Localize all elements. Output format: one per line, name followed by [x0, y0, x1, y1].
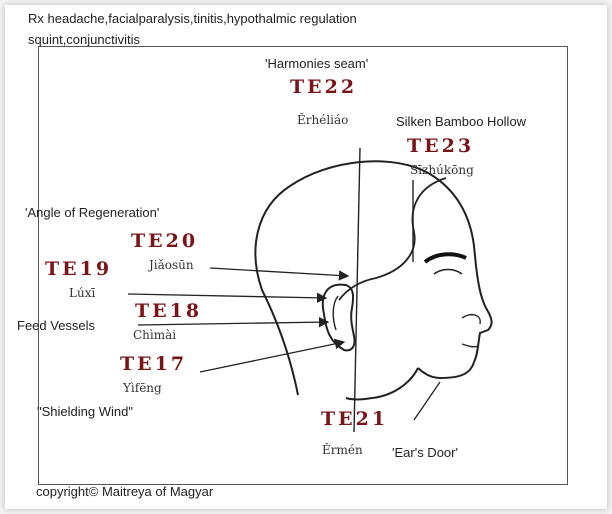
te22-name: 'Harmonies seam' — [265, 56, 368, 71]
te22-pinyin: Ěrhéliáo — [297, 113, 348, 127]
nostril — [462, 315, 480, 324]
guide-line-te22 — [354, 148, 360, 432]
te22-code: TE22 — [290, 76, 357, 98]
te19-pinyin: Lúxī — [69, 286, 95, 300]
ear-inner — [333, 296, 338, 330]
te20-pinyin: Jiǎosūn — [149, 258, 194, 272]
arrow-te19 — [128, 294, 326, 298]
te20-name: 'Angle of Regeneration' — [25, 205, 159, 220]
arrow-te18 — [138, 322, 328, 325]
mouth — [462, 344, 478, 347]
jaw-line — [346, 368, 418, 400]
te17-pinyin: Yìfēng — [123, 381, 162, 395]
te17-name: "Shielding Wind" — [37, 404, 133, 419]
indications-line-1: Rx headache,facialparalysis,tinitis,hypo… — [28, 11, 357, 26]
copyright-text: copyright© Maitreya of Magyar — [36, 484, 213, 499]
hairline — [339, 178, 446, 300]
arrow-te20 — [210, 268, 348, 276]
te17-code: TE17 — [120, 353, 187, 375]
eyebrow — [425, 254, 466, 262]
te23-code: TE23 — [407, 135, 474, 157]
te18-name: Feed Vessels — [17, 318, 95, 333]
ear — [323, 285, 355, 351]
te20-code: TE20 — [131, 230, 198, 252]
te19-code: TE19 — [45, 258, 112, 280]
eye — [434, 270, 462, 275]
te18-pinyin: Chìmài — [133, 328, 176, 342]
te21-code: TE21 — [321, 408, 388, 430]
indications-line-2: squint,conjunctivitis — [28, 32, 140, 47]
te18-code: TE18 — [135, 300, 202, 322]
te21-name: 'Ear's Door' — [392, 445, 458, 460]
arrow-te17 — [200, 342, 344, 372]
arrow-te21 — [414, 382, 440, 420]
te21-pinyin: Ěrmén — [322, 443, 363, 457]
te23-name: Silken Bamboo Hollow — [396, 114, 526, 129]
te23-pinyin: Sīzhúkōng — [410, 163, 474, 177]
